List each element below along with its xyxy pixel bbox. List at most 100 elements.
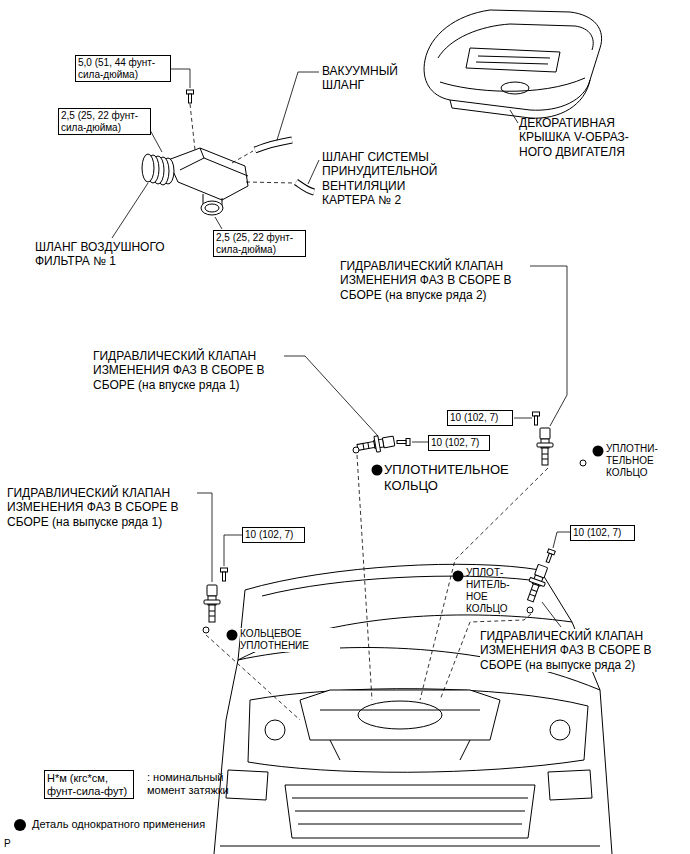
air-hose (142, 148, 248, 215)
assembly-line (190, 104, 195, 150)
legend-text: Деталь однократного применения (32, 818, 252, 831)
part-name: УПЛОТНИТЕЛЬНОЕ КОЛЬЦО (384, 462, 524, 493)
torque-box: 2,5 (25, 22 фунт-сила-дюйма) (58, 108, 151, 135)
torque-value: 10 (102, 7) (573, 527, 632, 539)
air-hose (142, 154, 154, 182)
leader-line (112, 69, 518, 238)
torque-value: 10 (102, 7) (450, 412, 510, 424)
part-name: УПЛОТ- НИТЕЛЬ- НОЕ КОЛЬЦО (466, 567, 516, 615)
leader-line (224, 535, 242, 566)
air-hose (180, 148, 248, 176)
torque-box: 10 (102, 7) (570, 525, 635, 541)
vehicle (214, 660, 238, 854)
torque-value: Н*м (кгс*см, фунт-сила-фут) (47, 772, 131, 797)
legend-label: : номинальный момент затяжки (147, 771, 229, 796)
torque-box: 2,5 (25, 22 фунт-сила-дюйма) (213, 230, 306, 257)
vacuum-hose (255, 140, 292, 150)
part-name: ШЛАНГ СИСТЕМЫ ПРИНУДИТЕЛЬНОЙ ВЕНТИЛЯЦИИ … (322, 150, 444, 208)
part-name: ВАКУУМНЫЙ ШЛАНГ (322, 64, 412, 93)
vehicle (265, 720, 285, 740)
leader-line (530, 266, 567, 426)
single-use-dot (14, 819, 26, 831)
o-ring (527, 607, 533, 613)
oil-control-valve (356, 433, 395, 455)
part-name: ГИДРАВЛИЧЕСКИЙ КЛАПАН ИЗМЕНЕНИЯ ФАЗ В СБ… (93, 349, 288, 392)
assembly-line (357, 455, 372, 700)
part-name: КОЛЬЦЕВОЕ УПЛОТНЕНИЕ (240, 628, 340, 652)
leader-line (308, 160, 319, 184)
assembly-line (206, 455, 548, 720)
leader-line (553, 532, 570, 548)
leader-line (197, 493, 212, 582)
o-ring (203, 627, 209, 633)
engine-cover (424, 10, 602, 110)
assembly-line (190, 104, 294, 183)
oil-control-valve (537, 428, 553, 465)
vehicle (226, 770, 268, 800)
torque-value: 10 (102, 7) (245, 529, 302, 541)
engine-cover (466, 48, 560, 72)
single-use-dot (372, 465, 383, 476)
assembly-line (232, 151, 253, 163)
leader-line (412, 442, 428, 443)
single-use-dot (453, 571, 464, 582)
torque-value: 10 (102, 7) (431, 437, 487, 449)
oil-control-valve (523, 563, 551, 603)
bolt (221, 568, 228, 581)
part-name: ШЛАНГ ВОЗДУШНОГО ФИЛЬТРА № 1 (35, 240, 175, 269)
vehicle (292, 798, 528, 824)
leader-line (171, 69, 190, 88)
bolt (397, 439, 410, 446)
part-name: ДЕКОРАТИВНАЯ КРЫШКА V-ОБРАЗ- НОГО ДВИГАТ… (519, 116, 641, 159)
single-use-dot (593, 446, 604, 457)
leader-line (150, 130, 162, 152)
vacuum-hose (255, 140, 292, 150)
bolt (187, 90, 194, 103)
oil-control-valve (204, 585, 220, 622)
vacuum-hose (255, 140, 292, 150)
leader-line (277, 72, 319, 140)
air-hose (168, 148, 248, 200)
bolt (533, 412, 540, 425)
figure-code: P (4, 838, 24, 850)
vehicle (320, 710, 480, 760)
engine-cover (440, 78, 585, 91)
engine-cover (476, 56, 550, 64)
vehicle (300, 690, 500, 740)
torque-box: 5,0 (51, 44 фунт-сила-дюйма) (75, 55, 171, 82)
leader-line (510, 110, 518, 123)
vehicle (248, 689, 588, 773)
bolt (544, 549, 555, 564)
o-ring (353, 447, 359, 453)
part-name: ГИДРАВЛИЧЕСКИЙ КЛАПАН ИЗМЕНЕНИЯ ФАЗ В СБ… (480, 629, 682, 672)
vehicle (214, 564, 612, 854)
leader-line (514, 418, 532, 419)
torque-value: 2,5 (25, 22 фунт-сила-дюйма) (216, 232, 303, 255)
leader-line (112, 183, 148, 238)
torque-value: 5,0 (51, 44 фунт-сила-дюйма) (78, 57, 168, 80)
part-name: ГИДРАВЛИЧЕСКИЙ КЛАПАН ИЗМЕНЕНИЯ ФАЗ В СБ… (340, 259, 535, 302)
pcv-hose (296, 182, 314, 192)
torque-box: 10 (102, 7) (242, 527, 305, 543)
air-hose (205, 204, 219, 212)
legend-text: : номинальный момент затяжки (147, 771, 259, 797)
leader-line (284, 356, 378, 436)
leader-line (197, 266, 570, 627)
vehicle (220, 846, 600, 847)
part-name: УПЛОТНИ- ТЕЛЬНОЕ КОЛЬЦО (606, 443, 672, 479)
pcv-hose (296, 182, 314, 192)
vehicle (358, 701, 442, 729)
engine-cover (501, 82, 529, 94)
part-name: ГИДРАВЛИЧЕСКИЙ КЛАПАН ИЗМЕНЕНИЯ ФАЗ В СБ… (7, 486, 202, 529)
torque-value: 2,5 (25, 22 фунт-сила-дюйма) (61, 110, 148, 133)
vehicle (285, 785, 535, 838)
pcv-hose (296, 182, 314, 192)
vehicle (548, 770, 592, 800)
engine-cover (450, 80, 590, 118)
torque-box: 10 (102, 7) (447, 410, 513, 426)
leader-line (215, 217, 222, 229)
single-use-dot (227, 630, 238, 641)
legend-box: Н*м (кгс*см, фунт-сила-фут) (44, 770, 134, 799)
